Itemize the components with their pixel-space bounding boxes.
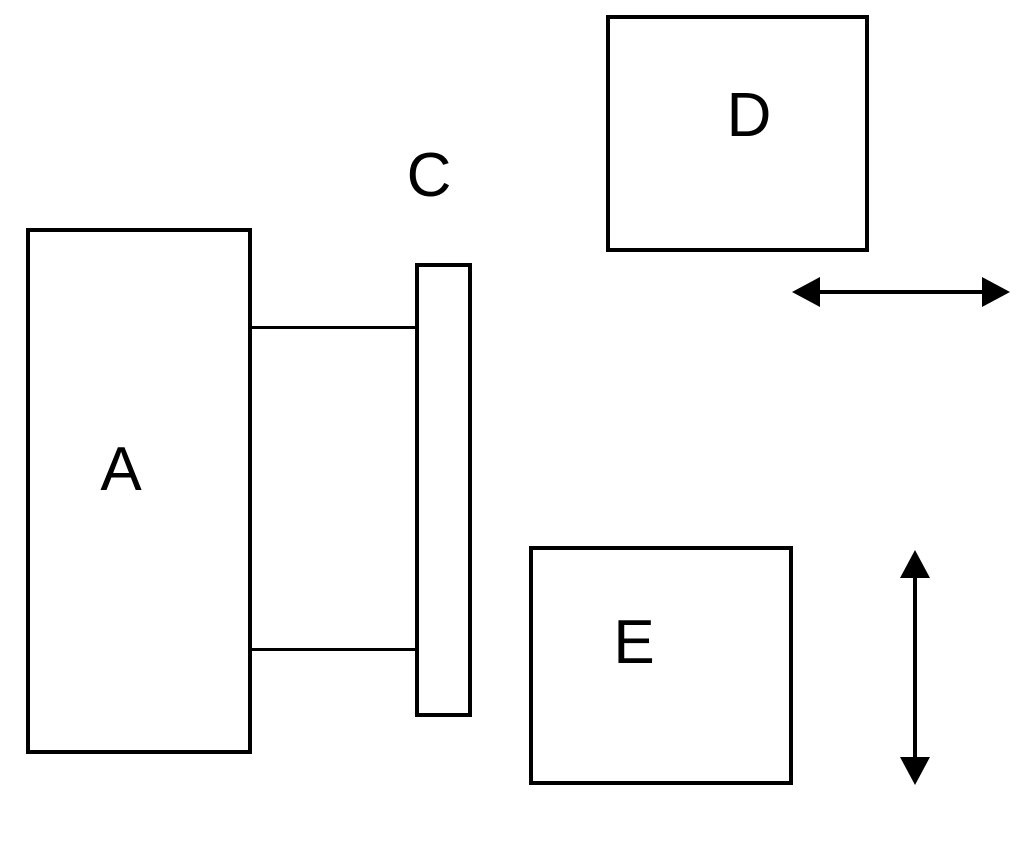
block-a-label: A	[100, 435, 142, 504]
connector-block	[248, 326, 419, 651]
block-e: E	[529, 546, 793, 785]
block-a: A	[26, 228, 252, 754]
horizontal-double-arrow-icon	[792, 277, 1010, 307]
block-c-label: C	[406, 141, 452, 210]
block-e-label: E	[613, 608, 655, 677]
block-d-label: D	[726, 81, 772, 150]
block-c	[415, 263, 472, 717]
vertical-double-arrow-icon	[900, 550, 930, 785]
block-d: D	[606, 15, 869, 252]
